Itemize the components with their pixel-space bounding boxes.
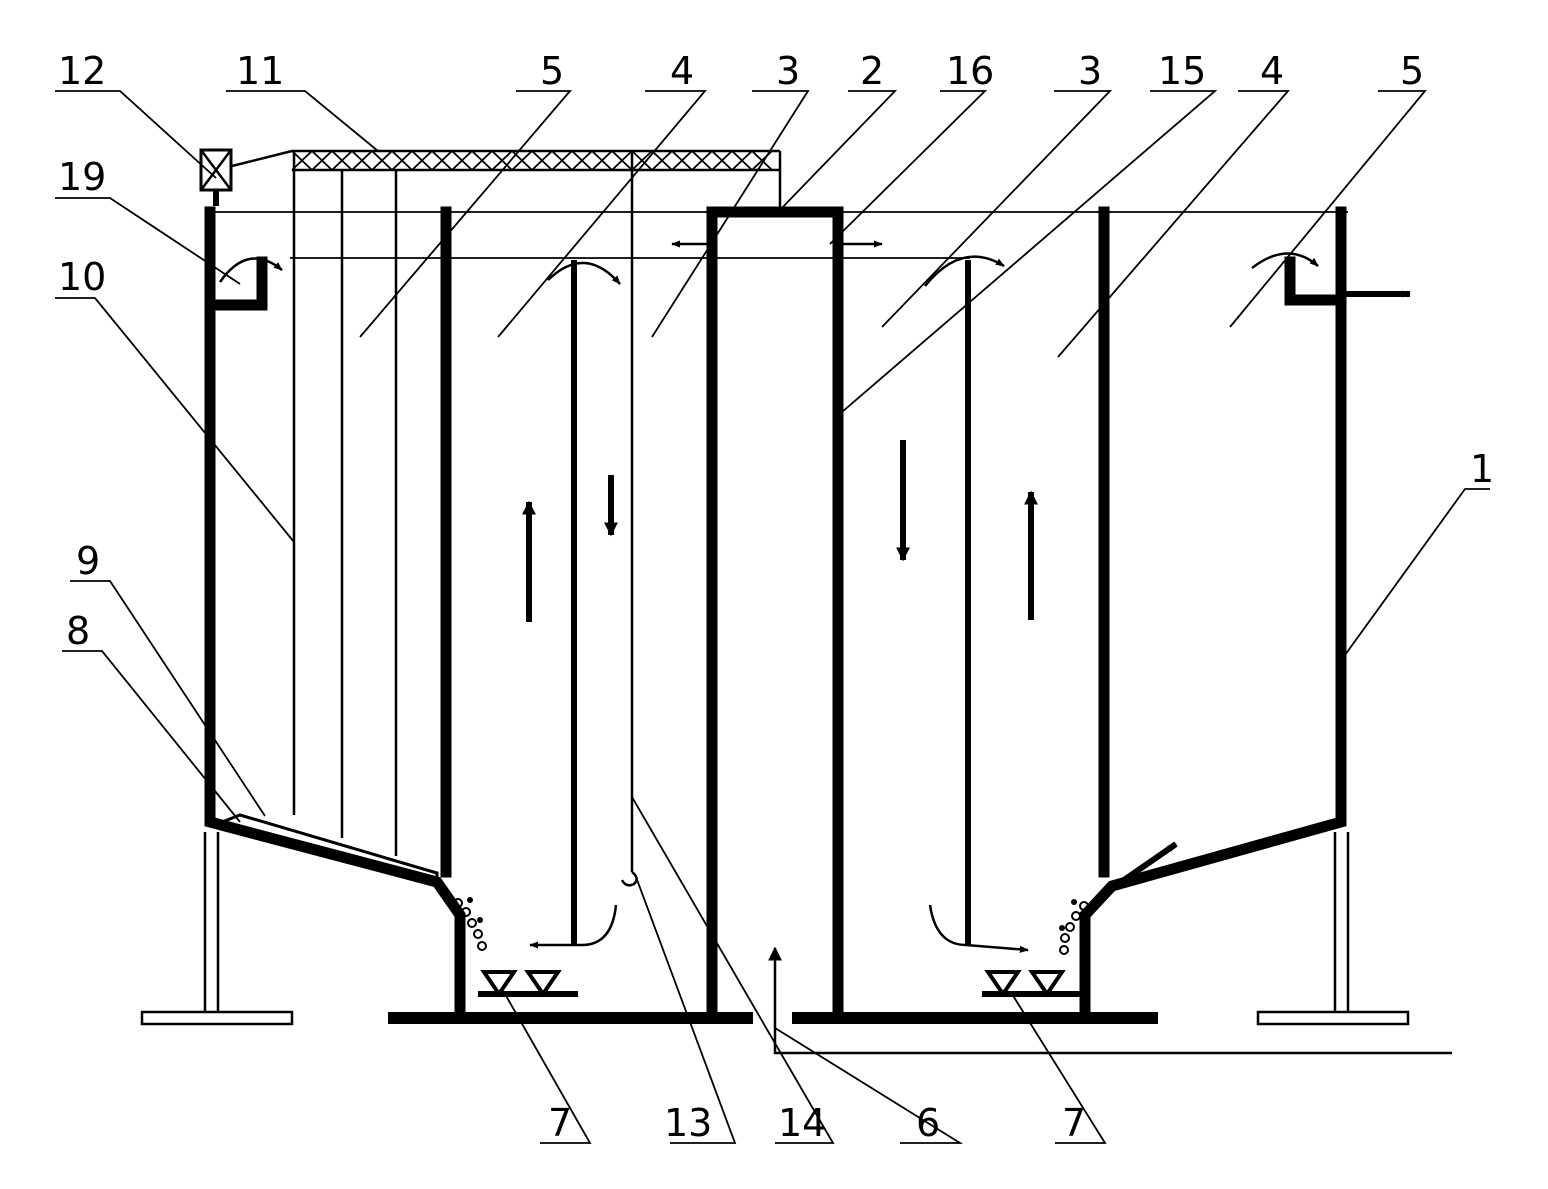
sludge-scraper <box>207 813 439 886</box>
label-9: 9 <box>76 539 100 583</box>
label-5-right: 5 <box>1400 49 1424 93</box>
center-column <box>706 206 844 1018</box>
inlet-pipe <box>768 946 1452 1055</box>
label-13: 13 <box>664 1101 712 1145</box>
label-2: 2 <box>860 49 884 93</box>
label-14: 14 <box>778 1101 826 1145</box>
label-12: 12 <box>58 49 106 93</box>
overflow-weir-right <box>1284 256 1345 306</box>
label-8: 8 <box>66 609 90 653</box>
aerator-left <box>478 970 578 998</box>
label-3-right: 3 <box>1078 49 1102 93</box>
label-15: 15 <box>1158 49 1206 93</box>
support-leg-left <box>140 832 294 1026</box>
label-6: 6 <box>916 1101 940 1145</box>
label-3-left: 3 <box>776 49 800 93</box>
aerator-right <box>982 970 1082 998</box>
drive-motor-icon <box>199 148 233 206</box>
callout-labels: 12 11 5 4 3 2 16 3 15 4 5 19 10 9 8 1 7 … <box>58 49 1494 1145</box>
tank-outer-wall <box>204 206 1347 1018</box>
label-11: 11 <box>236 49 284 93</box>
leader-lines <box>55 90 1490 1144</box>
label-4-left: 4 <box>670 49 694 93</box>
hook-rod <box>620 151 638 887</box>
truss-bridge <box>231 149 782 212</box>
label-10: 10 <box>58 255 106 299</box>
label-5-left: 5 <box>540 49 564 93</box>
overflow-weir-left <box>206 256 268 311</box>
label-7-right: 7 <box>1062 1101 1086 1145</box>
sludge-deposit-right <box>1059 899 1089 955</box>
base-plate-right <box>792 1012 1158 1024</box>
label-7-left: 7 <box>548 1101 572 1145</box>
label-19: 19 <box>58 155 106 199</box>
label-1: 1 <box>1470 447 1494 491</box>
label-4-right: 4 <box>1260 49 1284 93</box>
support-leg-right <box>1256 832 1410 1026</box>
scraper-rods <box>292 151 398 856</box>
flow-arrows <box>218 240 1411 953</box>
sludge-deposit-left <box>453 897 487 951</box>
base-plate-left <box>388 1012 753 1024</box>
label-16: 16 <box>946 49 994 93</box>
